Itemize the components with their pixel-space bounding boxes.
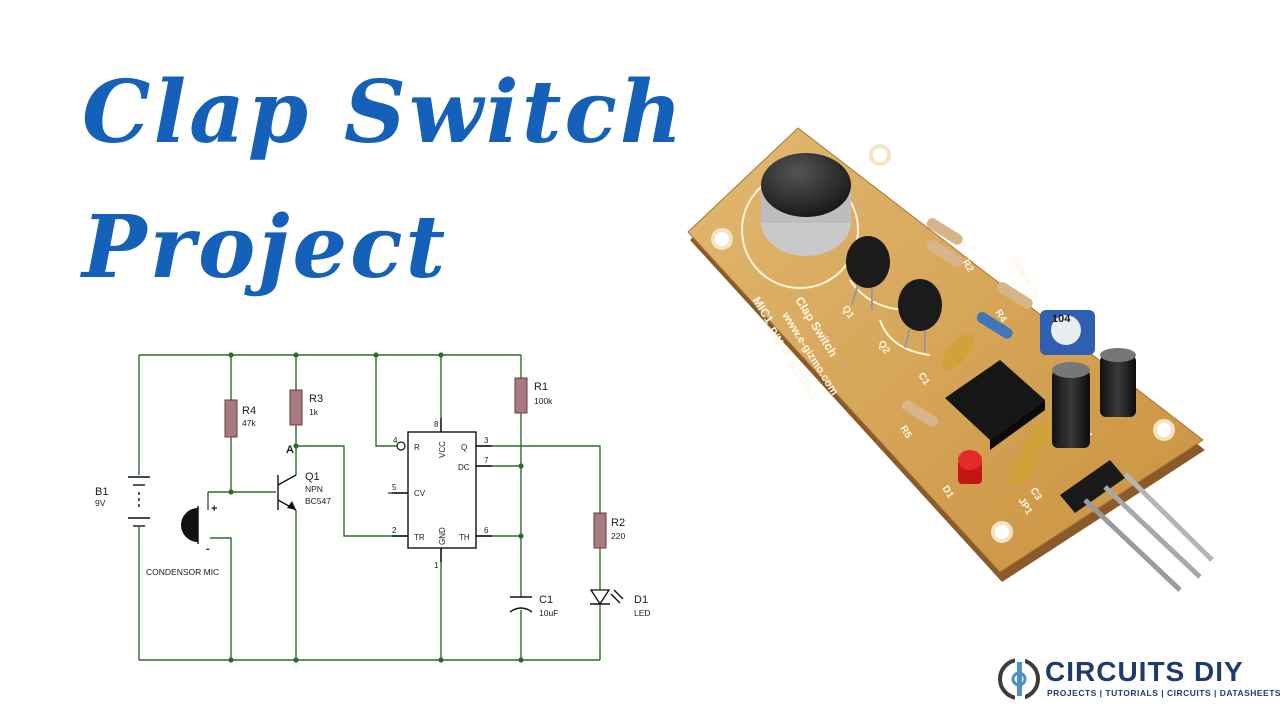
svg-text:C1: C1 — [539, 594, 553, 606]
svg-text:DC: DC — [458, 463, 470, 472]
svg-text:Q: Q — [461, 443, 467, 452]
svg-text:R2: R2 — [611, 517, 625, 529]
transistor-q1: Q1 NPN BC547 A — [277, 444, 331, 511]
svg-text:47k: 47k — [242, 418, 256, 428]
svg-text:NPN: NPN — [305, 484, 323, 494]
resistor-r2: R2 220 — [593, 512, 625, 549]
junction-dots — [228, 352, 524, 663]
capacitor-c1: C1 10uF — [509, 594, 558, 618]
svg-text:1: 1 — [434, 561, 439, 570]
led-part — [958, 450, 982, 484]
svg-text:D1: D1 — [634, 594, 648, 606]
svg-text:104: 104 — [1052, 313, 1071, 325]
svg-text:5: 5 — [392, 483, 397, 492]
svg-text:BC547: BC547 — [305, 496, 331, 506]
svg-text:1k: 1k — [309, 407, 319, 417]
svg-text:B1: B1 — [95, 486, 108, 498]
title-line-1: Clap Switch — [82, 62, 686, 163]
svg-text:R1: R1 — [534, 381, 548, 393]
svg-text:CONDENSOR MIC: CONDENSOR MIC — [146, 567, 219, 577]
transistor-q2-part — [898, 279, 942, 352]
battery-b1: B1 9V — [95, 476, 150, 545]
svg-text:8: 8 — [434, 420, 439, 429]
header-pins — [1060, 460, 1214, 592]
svg-text:Q1: Q1 — [305, 471, 320, 483]
wires — [138, 354, 601, 661]
svg-text:R4: R4 — [242, 405, 256, 417]
svg-text:7: 7 — [484, 456, 489, 465]
circuit-schematic: B1 9V R4 47k R3 1k R1 100k R2 220 Q1 NPN… — [95, 352, 651, 663]
svg-text:6: 6 — [484, 526, 489, 535]
circuits-diy-logo: CIRCUITS DIY PROJECTS | TUTORIALS | CIRC… — [995, 654, 1280, 704]
logo-tagline: PROJECTS | TUTORIALS | CIRCUITS | DATASH… — [1047, 688, 1280, 698]
condensor-mic: + - CONDENSOR MIC — [146, 503, 219, 577]
svg-text:VCC: VCC — [438, 441, 447, 458]
svg-text:10uF: 10uF — [539, 608, 558, 618]
ic-555: 4 8 3 7 5 2 6 1 R VCC Q DC CV TR TH GND — [392, 418, 492, 570]
electrolytic-capacitors — [1052, 348, 1136, 448]
svg-text:R3: R3 — [309, 393, 323, 405]
resistor-r3: R3 1k — [289, 389, 323, 426]
title-line-2: Project — [82, 197, 449, 298]
logo-name: CIRCUITS DIY — [1045, 656, 1244, 687]
svg-text:-: - — [206, 543, 210, 555]
svg-text:9V: 9V — [95, 498, 106, 508]
svg-text:TH: TH — [459, 533, 470, 542]
transistor-q1-part — [846, 236, 890, 310]
resistor-r4: R4 47k — [224, 399, 256, 438]
microphone-capsule — [761, 153, 851, 256]
svg-text:A: A — [286, 444, 294, 456]
svg-text:220: 220 — [611, 531, 625, 541]
svg-text:4: 4 — [393, 436, 398, 445]
svg-text:2: 2 — [392, 526, 397, 535]
logo-mark-icon — [998, 656, 1040, 702]
trimmer-potentiometer: 104 — [1040, 310, 1095, 355]
svg-text:CV: CV — [414, 489, 426, 498]
svg-text:LED: LED — [634, 608, 651, 618]
svg-text:3: 3 — [484, 436, 489, 445]
board-resistors — [901, 218, 1033, 427]
ic-chip — [945, 360, 1045, 450]
svg-text:+: + — [211, 503, 217, 515]
mounting-holes — [711, 144, 1175, 543]
resistor-r1: R1 100k — [514, 377, 553, 414]
svg-text:GND: GND — [438, 527, 447, 545]
svg-text:R: R — [414, 443, 420, 452]
led-d1: D1 LED — [589, 589, 651, 618]
svg-text:TR: TR — [414, 533, 425, 542]
svg-text:100k: 100k — [534, 396, 553, 406]
